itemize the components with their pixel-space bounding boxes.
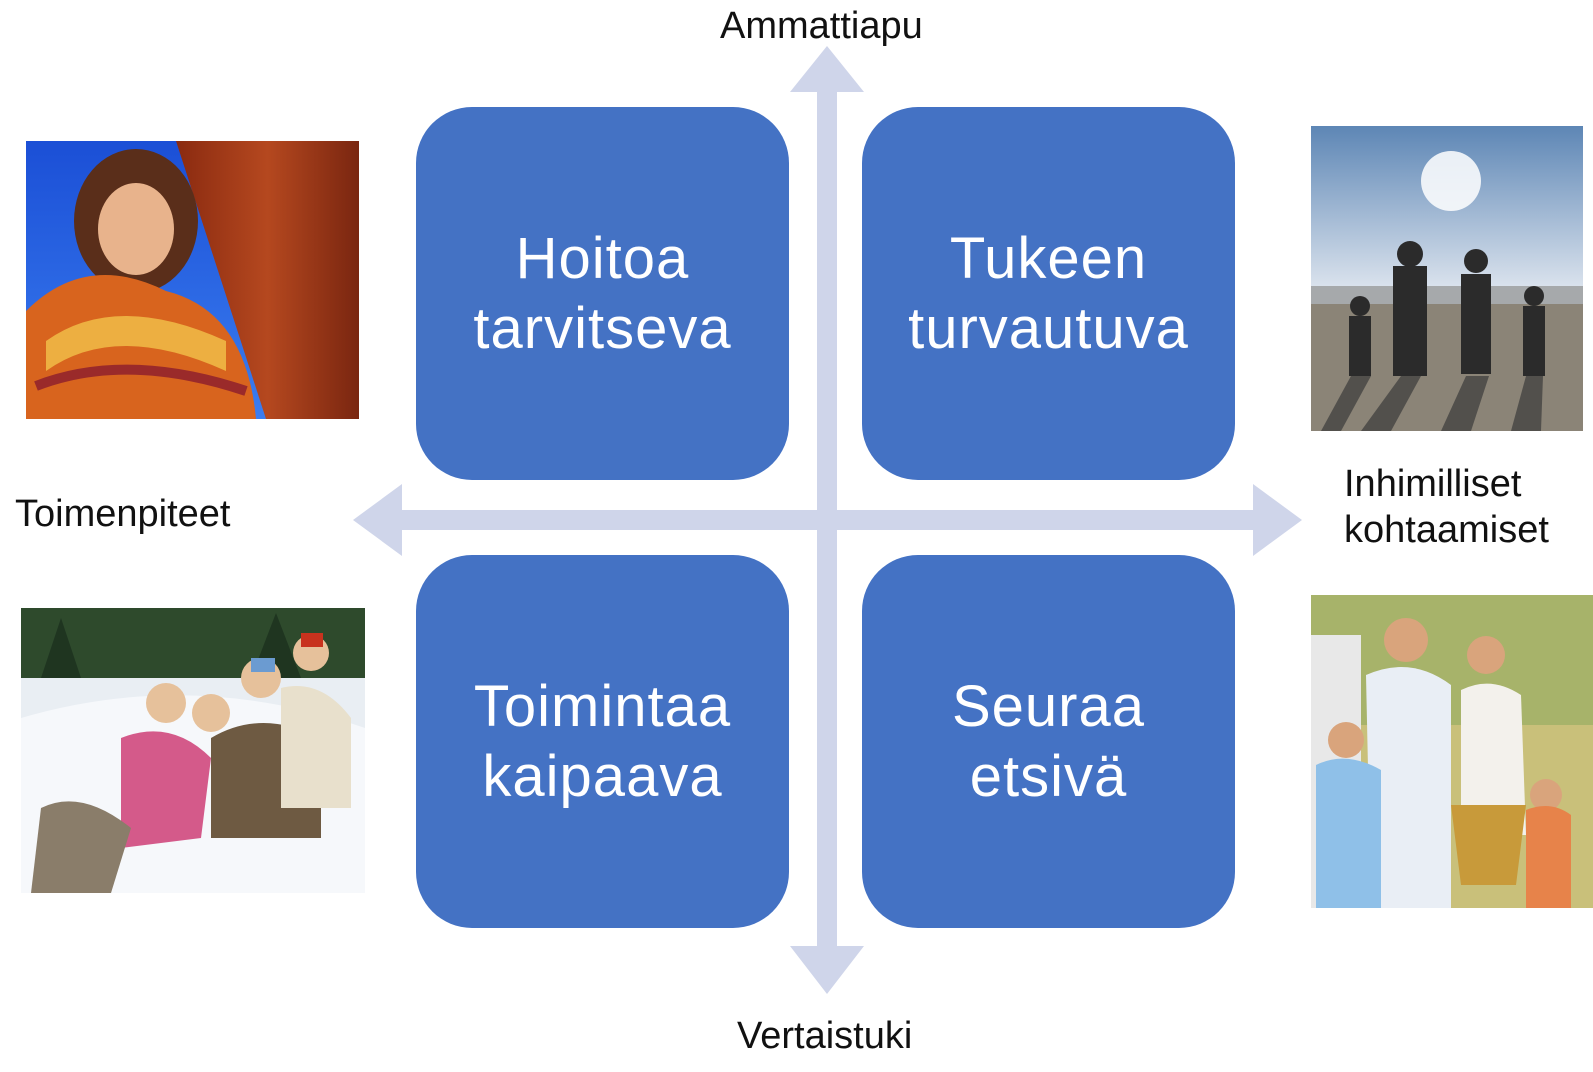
axis-label-top: Ammattiapu: [720, 5, 923, 47]
quadrant-top-left: Hoitoa tarvitseva: [416, 107, 789, 480]
quadrant-bottom-left-line2: kaipaava: [482, 743, 723, 809]
quadrant-bottom-right-line2: etsivä: [969, 743, 1128, 809]
axis-label-right: Inhimilliset kohtaamiset: [1344, 462, 1549, 553]
photo-family-snow: [21, 608, 365, 893]
axis-label-bottom: Vertaistuki: [737, 1015, 913, 1057]
quadrant-top-right-line2: turvautuva: [908, 295, 1189, 361]
quadrant-top-left-line2: tarvitseva: [473, 295, 732, 361]
quadrant-top-right-line1: Tukeen: [949, 225, 1148, 291]
photo-woman-sweater: [26, 141, 359, 419]
axis-label-left: Toimenpiteet: [15, 493, 231, 535]
photo-family-beach: [1311, 126, 1583, 431]
quadrant-bottom-right: Seuraa etsivä: [862, 555, 1235, 928]
horizontal-axis-arrow: [353, 484, 1302, 556]
photo-family-picnic: [1311, 595, 1593, 908]
quadrant-bottom-right-line1: Seuraa: [951, 673, 1146, 739]
quadrant-top-right: Tukeen turvautuva: [862, 107, 1235, 480]
quadrant-bottom-left-line1: Toimintaa: [473, 673, 732, 739]
axis-label-right-line1: Inhimilliset: [1344, 463, 1522, 505]
quadrant-top-left-line1: Hoitoa: [515, 225, 690, 291]
axis-label-right-line2: kohtaamiset: [1344, 508, 1549, 551]
quadrant-bottom-left: Toimintaa kaipaava: [416, 555, 789, 928]
